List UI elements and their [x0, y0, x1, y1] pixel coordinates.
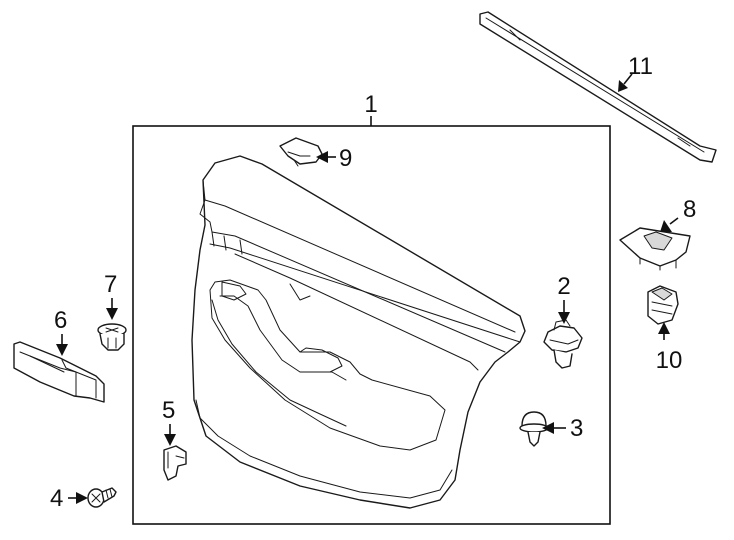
arrowhead-4	[76, 492, 88, 504]
arrowhead-3	[542, 422, 554, 434]
arrowhead-5	[164, 434, 176, 446]
arrowhead-7	[106, 308, 118, 320]
arrowhead-10	[658, 322, 670, 334]
switch-bezel	[619, 227, 691, 271]
retainer-clip	[543, 319, 583, 369]
screw	[87, 487, 117, 508]
small-bracket	[163, 445, 187, 481]
trim-extension	[13, 341, 105, 403]
callout-10: 10	[656, 347, 683, 374]
arrowhead-11	[618, 80, 628, 92]
trim-cap	[279, 137, 323, 167]
clip-nut	[97, 323, 127, 351]
callout-5: 5	[162, 397, 175, 424]
callout-7: 7	[104, 271, 117, 298]
arrowhead-2	[558, 312, 570, 324]
callout-4: 4	[50, 485, 63, 512]
callout-8: 8	[683, 196, 696, 223]
arrowhead-9	[316, 151, 328, 163]
arrowhead-6	[56, 344, 68, 356]
callout-2: 2	[557, 273, 570, 300]
leader-8	[669, 217, 679, 225]
callout-3: 3	[570, 415, 583, 442]
door-trim-panel	[191, 155, 526, 509]
window-switch	[647, 285, 679, 325]
callout-1: 1	[364, 91, 377, 118]
arrowhead-8	[660, 220, 672, 232]
leader-11	[623, 73, 633, 85]
belt-molding-strip	[479, 11, 717, 163]
callout-6: 6	[54, 307, 67, 334]
callout-9: 9	[339, 145, 352, 172]
push-pin-fastener	[519, 411, 549, 447]
callout-11: 11	[628, 53, 653, 80]
